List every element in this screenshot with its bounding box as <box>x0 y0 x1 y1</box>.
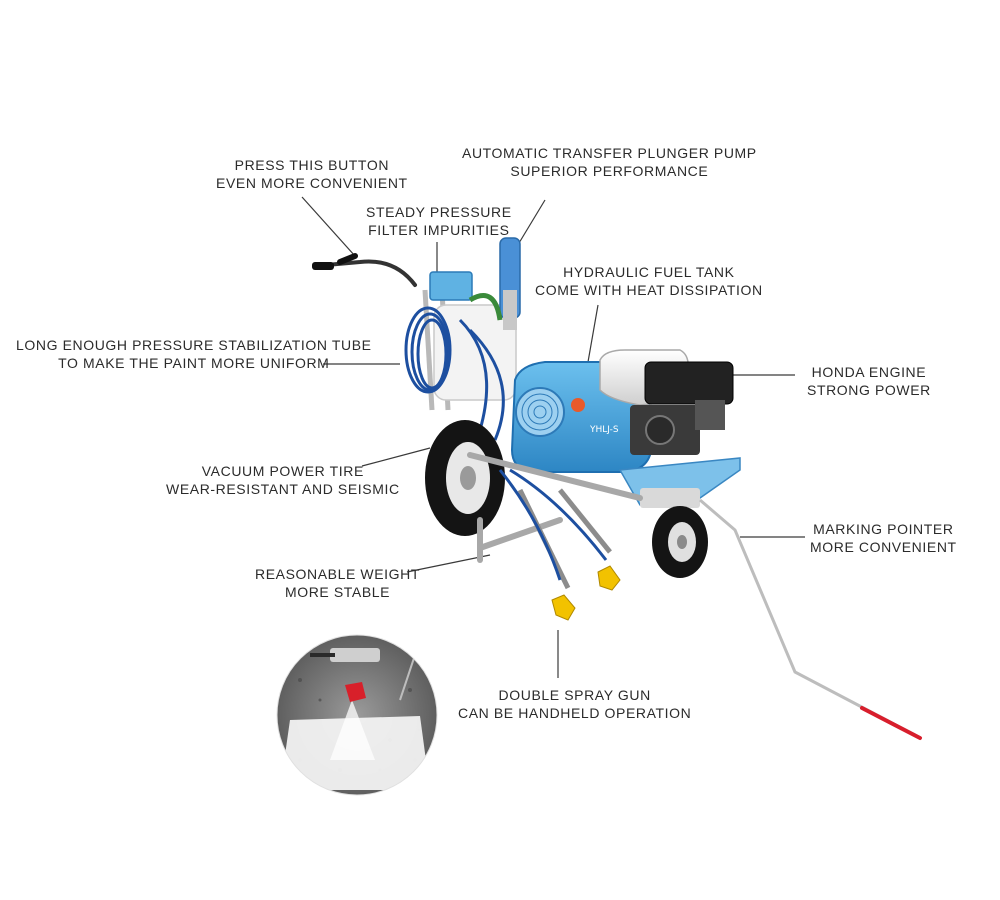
fan-grille <box>515 387 565 437</box>
callout-weight-line2: MORE STABLE <box>284 584 391 600</box>
callout-honda-engine-line1: HONDA ENGINE <box>811 364 927 380</box>
callout-pressure-tube-line2: TO MAKE THE PAINT MORE UNIFORM <box>58 355 330 371</box>
callout-pressure-tube-line1: LONG ENOUGH PRESSURE STABILIZATION TUBE <box>16 337 372 353</box>
paint-tank <box>433 304 517 401</box>
callout-marking-pointer-line2: MORE CONVENIENT <box>810 539 957 555</box>
inset-spray-photo <box>276 634 438 796</box>
model-text: YHLJ-S <box>589 425 619 435</box>
callout-honda-engine: HONDA ENGINE STRONG POWER <box>807 363 931 399</box>
leader-lines <box>301 196 805 678</box>
callout-vacuum-tire: VACUUM POWER TIRE WEAR-RESISTANT AND SEI… <box>166 462 400 498</box>
callout-press-button-line2: EVEN MORE CONVENIENT <box>216 175 408 191</box>
spray-nozzle-left <box>551 594 576 621</box>
callout-plunger-pump-line1: AUTOMATIC TRANSFER PLUNGER PUMP <box>462 145 757 161</box>
brand-logo <box>571 398 585 412</box>
spray-gun-assembly <box>517 488 612 590</box>
callout-spray-gun-line1: DOUBLE SPRAY GUN <box>498 687 651 703</box>
callout-steady-pressure: STEADY PRESSURE FILTER IMPURITIES <box>366 203 512 239</box>
callout-press-button-line1: PRESS THIS BUTTON <box>234 157 390 173</box>
callout-fuel-tank-line1: HYDRAULIC FUEL TANK <box>563 264 735 280</box>
leader-weight <box>406 554 491 573</box>
callout-weight-line1: REASONABLE WEIGHT <box>255 566 421 582</box>
leader-press-button <box>301 196 356 257</box>
handlebar <box>313 253 417 287</box>
front-wheel <box>652 506 708 578</box>
callout-plunger-pump: AUTOMATIC TRANSFER PLUNGER PUMP SUPERIOR… <box>462 144 757 180</box>
callout-fuel-tank: HYDRAULIC FUEL TANK COME WITH HEAT DISSI… <box>535 263 763 299</box>
callout-press-button: PRESS THIS BUTTON EVEN MORE CONVENIENT <box>216 156 408 192</box>
callout-weight: REASONABLE WEIGHT MORE STABLE <box>255 565 420 601</box>
callout-vacuum-tire-line1: VACUUM POWER TIRE <box>201 463 364 479</box>
leader-fuel-tank <box>587 304 599 363</box>
callout-spray-gun-line2: CAN BE HANDHELD OPERATION <box>458 705 692 721</box>
callout-plunger-pump-line2: SUPERIOR PERFORMANCE <box>510 163 709 179</box>
leader-plunger-pump <box>515 199 546 249</box>
callout-steady-pressure-line2: FILTER IMPURITIES <box>368 222 510 238</box>
callout-fuel-tank-line2: COME WITH HEAT DISSIPATION <box>535 282 763 298</box>
callout-vacuum-tire-line2: WEAR-RESISTANT AND SEISMIC <box>166 481 400 497</box>
callout-spray-gun: DOUBLE SPRAY GUN CAN BE HANDHELD OPERATI… <box>458 686 691 722</box>
spray-hoses <box>498 468 608 581</box>
rear-wheel <box>425 420 505 536</box>
marking-pointer <box>699 498 922 740</box>
leader-vacuum-tire <box>361 447 431 467</box>
lower-frame <box>467 452 643 563</box>
spray-nozzle-right <box>597 565 621 591</box>
engine-air-filter <box>644 361 734 405</box>
callout-honda-engine-line2: STRONG POWER <box>807 382 931 398</box>
callout-steady-pressure-line1: STEADY PRESSURE <box>366 204 512 220</box>
callout-marking-pointer-line1: MARKING POINTER <box>813 521 954 537</box>
filter-box <box>429 271 473 301</box>
callout-pressure-tube: LONG ENOUGH PRESSURE STABILIZATION TUBE … <box>16 336 372 372</box>
handle-grip <box>312 262 334 270</box>
callout-marking-pointer: MARKING POINTER MORE CONVENIENT <box>810 520 957 556</box>
